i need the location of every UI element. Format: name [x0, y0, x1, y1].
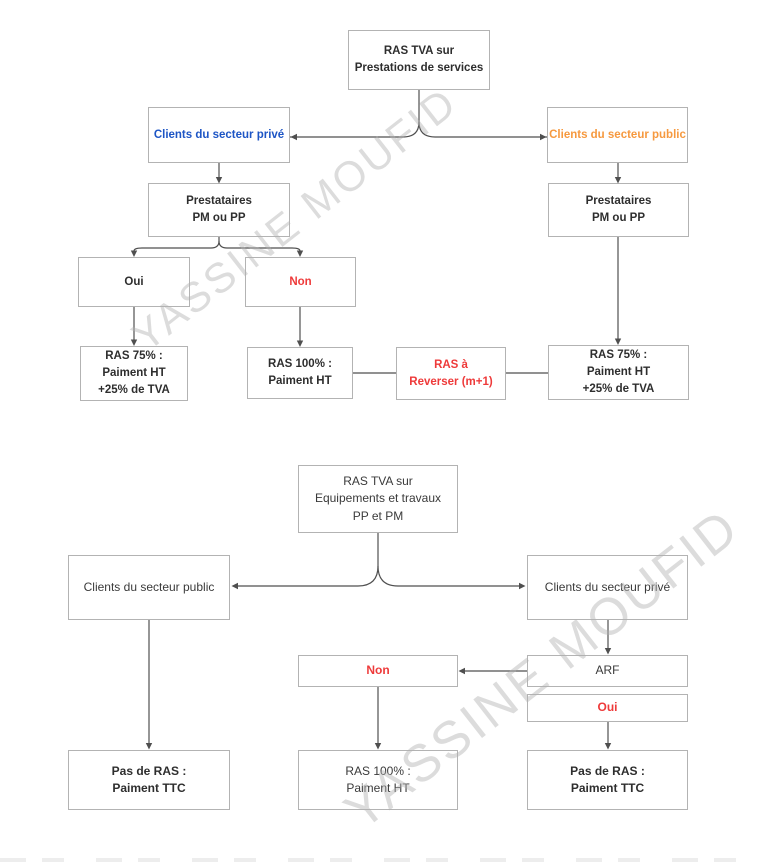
node-ras75-left: RAS 75% : Paiment HT +25% de TVA: [80, 346, 188, 401]
connector-branch-non: [218, 240, 301, 252]
node-ras-tva-prestations: RAS TVA sur Prestations de services: [348, 30, 490, 90]
node-pas-de-ras-left: Pas de RAS : Paiment TTC: [68, 750, 230, 810]
arrowhead-down-pasras-r: [604, 743, 612, 750]
arrowhead-down-pasras-l: [145, 743, 153, 750]
arrowhead-left-public2: [231, 582, 238, 590]
arrowhead-right-prive2: [519, 582, 526, 590]
connector-root2-to-prive: [377, 565, 519, 587]
arrowhead-left-non2: [458, 667, 465, 675]
node-oui: Oui: [78, 257, 190, 307]
node-clients-secteur-public-2: Clients du secteur public: [68, 555, 230, 620]
node-oui-2: Oui: [527, 694, 688, 722]
node-ras-a-reverser: RAS à Reverser (m+1): [396, 347, 506, 400]
node-prestataires-left: Prestataires PM ou PP: [148, 183, 290, 237]
arrowhead-left-prive: [290, 133, 297, 141]
connector-root-to-public: [418, 121, 547, 138]
node-prestataires-right: Prestataires PM ou PP: [548, 183, 689, 237]
node-clients-secteur-public: Clients du secteur public: [547, 107, 688, 163]
arrowhead-right-public: [540, 133, 547, 141]
node-pas-de-ras-right: Pas de RAS : Paiment TTC: [527, 750, 688, 810]
arrowhead-down-arf: [604, 648, 612, 655]
clipped-text-edge: [0, 858, 768, 862]
node-non-2: Non: [298, 655, 458, 687]
connector-root2-to-public: [238, 565, 379, 587]
connector-branch-oui: [133, 240, 220, 252]
connector-root-to-prive: [290, 121, 420, 138]
arrowhead-down-ras100-2: [374, 743, 382, 750]
node-clients-secteur-prive: Clients du secteur privé: [148, 107, 290, 163]
node-non: Non: [245, 257, 356, 307]
node-clients-secteur-prive-2: Clients du secteur privé: [527, 555, 688, 620]
node-ras75-right: RAS 75% : Paiment HT +25% de TVA: [548, 345, 689, 400]
node-ras100: RAS 100% : Paiment HT: [247, 347, 353, 399]
node-ras100-2: RAS 100% : Paiment HT: [298, 750, 458, 810]
node-arf: ARF: [527, 655, 688, 687]
node-ras-tva-equipements: RAS TVA sur Equipements et travaux PP et…: [298, 465, 458, 533]
